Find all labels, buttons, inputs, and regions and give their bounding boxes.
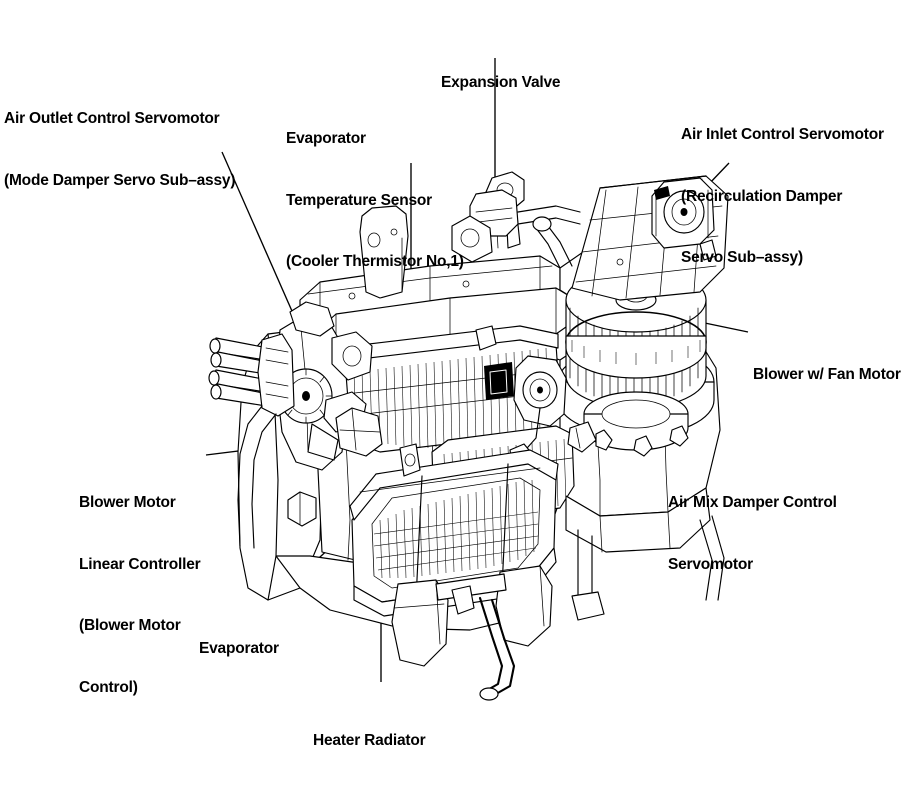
lower-duct-outlets: [391, 565, 553, 701]
callout-evaporator: Evaporator: [199, 598, 279, 701]
refrigerant-pipe-fittings: [208, 333, 295, 549]
callout-line: Servo Sub–assy): [681, 249, 803, 266]
callout-line: Temperature Sensor: [286, 191, 432, 209]
callout-line: Blower Motor: [79, 494, 176, 511]
blower-motor-linear-controller-part: [287, 407, 383, 527]
callout-line: Air Mix Damper Control: [668, 494, 837, 511]
callout-blower-motor-linear-controller: Blower Motor Linear Controller (Blower M…: [79, 452, 201, 739]
hvac-unit-diagram: Air Outlet Control Servomotor (Mode Damp…: [4, 32, 901, 749]
diagram-illustration: [205, 58, 749, 701]
expansion-valve-assembly: [451, 189, 581, 263]
callout-line: Linear Controller: [79, 555, 201, 573]
callout-line: (Mode Damper Servo Sub–assy): [4, 171, 236, 189]
callout-line: (Cooler Thermistor No,1): [286, 253, 464, 270]
air-inlet-control-servomotor-part: [651, 177, 717, 261]
callout-air-mix-damper-control-servomotor: Air Mix Damper Control Servomotor: [668, 452, 837, 616]
callout-evaporator-temperature-sensor: Evaporator Temperature Sensor (Cooler Th…: [286, 88, 464, 314]
callout-line: Heater Radiator: [313, 732, 426, 749]
callout-line: Control): [79, 678, 138, 696]
callout-line: Evaporator: [199, 640, 279, 657]
misc-detail-features: [348, 216, 624, 477]
callout-line: Air Inlet Control Servomotor: [681, 126, 884, 143]
callout-line: (Recirculation Damper: [681, 187, 843, 205]
right-lower-skirt: [565, 487, 725, 621]
callout-expansion-valve: Expansion Valve: [441, 32, 561, 135]
callout-air-inlet-control-servomotor: Air Inlet Control Servomotor (Recirculat…: [681, 84, 884, 310]
callout-line: Blower w/ Fan Motor: [753, 366, 901, 383]
callout-air-outlet-control-servomotor: Air Outlet Control Servomotor (Mode Damp…: [4, 68, 235, 232]
callout-line: Evaporator: [286, 130, 366, 147]
callout-line: Air Outlet Control Servomotor: [4, 110, 220, 127]
callout-line: Servomotor: [668, 555, 753, 573]
callout-line: (Blower Motor: [79, 617, 181, 634]
callout-line: Expansion Valve: [441, 74, 561, 91]
callout-heater-radiator: Heater Radiator: [313, 690, 426, 793]
callout-blower-w-fan-motor: Blower w/ Fan Motor: [753, 324, 901, 427]
heater-radiator-core: [349, 449, 559, 617]
